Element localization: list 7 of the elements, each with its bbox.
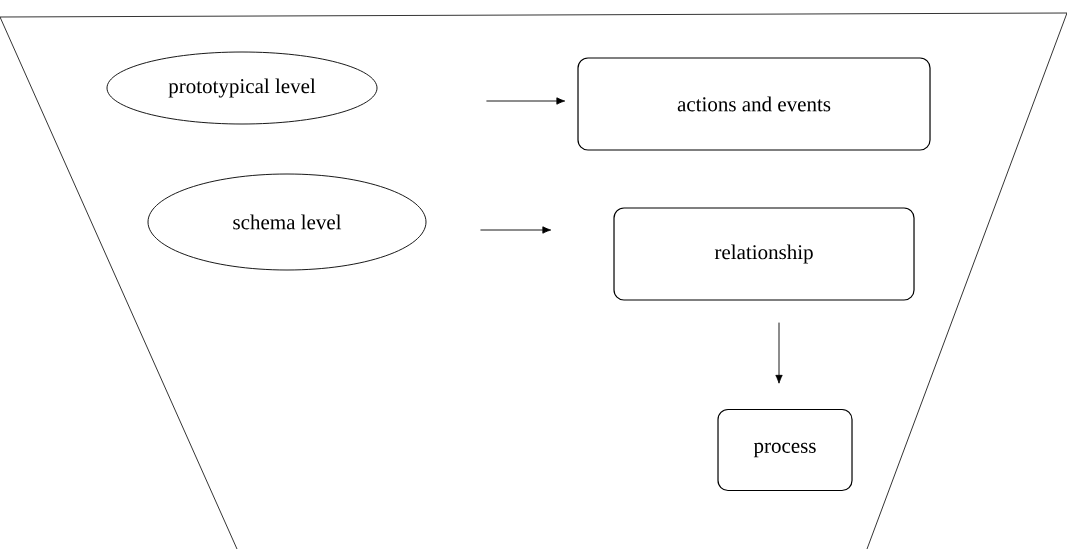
- funnel-outline: [0, 12, 1067, 549]
- label-box: relationship: [613, 207, 915, 301]
- label-box: process: [717, 408, 853, 492]
- arrow: [480, 226, 552, 234]
- arrow: [485, 97, 566, 105]
- arrow: [775, 322, 783, 384]
- label-box: actions and events: [577, 57, 931, 151]
